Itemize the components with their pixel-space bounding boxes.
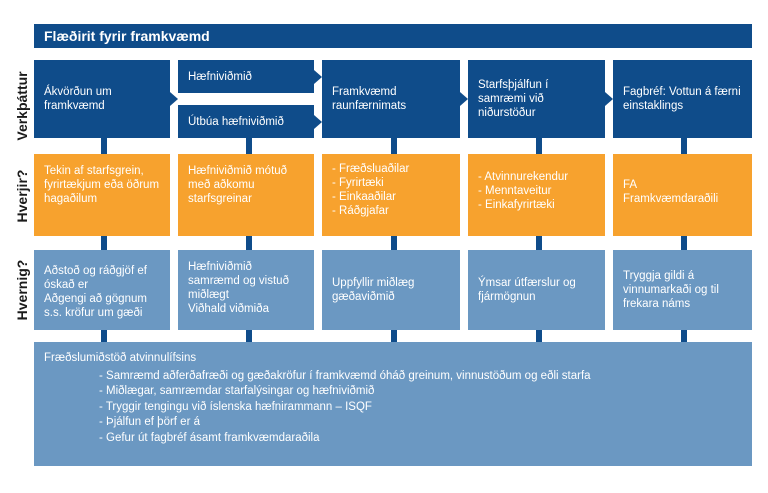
list-item: - Miðlægar, samræmdar starfalýsingar og … — [99, 385, 375, 397]
verkthattur-certificate-box: Fagbréf: Vottun á færni einstaklings — [613, 60, 752, 138]
verkthattur-training-box: Starfsþjálfun í samræmi við niðurstöður — [468, 60, 605, 138]
list-item: - Fræðsluaðilar — [332, 163, 410, 175]
verkthattur-assessment-box: Framkvæmd raunfærnimats — [322, 60, 460, 138]
hverjir-training-box: - Atvinnurekendur - Menntaveitur - Einka… — [468, 154, 605, 236]
hvernig-training-text: Ýmsar útfærslur og fjármögnun — [478, 277, 576, 303]
verkthattur-prepare-box: Útbúa hæfniviðmið — [178, 105, 314, 138]
fa-heading: Fræðslumiðstöð atvinnulífsins — [44, 352, 197, 364]
list-item: - Fyrirtæki — [332, 177, 384, 189]
fa-responsibilities-box: Fræðslumiðstöð atvinnulífsins - Samræmd … — [34, 342, 752, 466]
hvernig-decision-box: Aðstoð og ráðgjöf ef óskað er Aðgengi að… — [34, 250, 170, 330]
list-item: Aðstoð og ráðgjöf ef óskað er — [44, 265, 147, 291]
hvernig-assessment-box: Uppfyllir miðlæg gæðaviðmið — [322, 250, 460, 330]
list-item: - Gefur út fagbréf ásamt framkvæmdaraðil… — [99, 431, 320, 444]
connector — [536, 138, 542, 154]
verkthattur-assessment-text: Framkvæmd raunfærnimats — [332, 86, 407, 112]
connector — [536, 330, 542, 342]
verkthattur-competence-text: Hæfniviðmið — [188, 70, 252, 83]
arrow-right-icon — [170, 92, 178, 106]
verkthattur-certificate-text: Fagbréf: Vottun á færni einstaklings — [623, 86, 741, 112]
connector — [246, 330, 252, 342]
hvernig-certificate-box: Tryggja gildi á vinnumarkaði og til frek… — [613, 250, 752, 330]
connector — [246, 138, 252, 154]
hverjir-competence-text: Hæfniviðmið mótuð með aðkomu starfsgrein… — [188, 165, 288, 205]
hverjir-competence-box: Hæfniviðmið mótuð með aðkomu starfsgrein… — [178, 154, 314, 236]
hverjir-assessment-box: - Fræðsluaðilar - Fyrirtæki - Einkaaðila… — [322, 154, 460, 236]
arrow-right-icon — [314, 70, 322, 84]
hvernig-training-box: Ýmsar útfærslur og fjármögnun — [468, 250, 605, 330]
verkthattur-training-text: Starfsþjálfun í samræmi við niðurstöður — [478, 79, 549, 119]
connector — [536, 236, 542, 250]
list-item: FA — [623, 179, 638, 191]
diagram-title: Flæðirit fyrir framkvæmd — [34, 24, 752, 48]
connector — [681, 138, 687, 154]
connector — [246, 236, 252, 250]
list-item: - Einkaaðilar — [332, 191, 396, 203]
list-item: Hæfniviðmið samræmd og vistuð miðlægt — [188, 261, 289, 301]
connector — [391, 138, 397, 154]
hverjir-decision-box: Tekin af starfsgrein, fyrirtækjum eða öð… — [34, 154, 170, 236]
connector — [391, 236, 397, 250]
connector — [681, 330, 687, 342]
hverjir-certificate-box: FA Framkvæmdaraðili — [613, 154, 752, 236]
verkthattur-decision-text: Ákvörðun um framkvæmd — [44, 86, 112, 112]
list-item: - Atvinnurekendur — [478, 171, 569, 183]
list-item: - Tryggir tengingu við íslenska hæfniram… — [99, 400, 372, 413]
connector — [391, 330, 397, 342]
list-item: - Menntaveitur — [478, 185, 552, 197]
verkthattur-prepare-text: Útbúa hæfniviðmið — [188, 115, 284, 128]
arrow-right-icon — [605, 92, 613, 106]
arrow-right-icon — [314, 115, 322, 129]
list-item: Aðgengi að gögnum s.s. kröfur um gæði — [44, 293, 147, 319]
hvernig-certificate-text: Tryggja gildi á vinnumarkaði og til frek… — [623, 270, 719, 310]
connector — [101, 330, 107, 342]
hvernig-assessment-text: Uppfyllir miðlæg gæðaviðmið — [332, 277, 415, 303]
hvernig-competence-box: Hæfniviðmið samræmd og vistuð miðlægt Vi… — [178, 250, 314, 330]
connector — [101, 236, 107, 250]
list-item: Viðhald viðmiða — [188, 303, 269, 315]
list-item: - Ráðgjafar — [332, 205, 389, 217]
list-item: - Einkafyrirtæki — [478, 199, 555, 211]
connector — [101, 138, 107, 154]
hverjir-decision-text: Tekin af starfsgrein, fyrirtækjum eða öð… — [44, 165, 160, 205]
list-item: - Þjálfun ef þörf er á — [99, 416, 200, 428]
connector — [681, 236, 687, 250]
verkthattur-decision-box: Ákvörðun um framkvæmd — [34, 60, 170, 138]
list-item: Framkvæmdaraðili — [623, 193, 719, 205]
list-item: - Samræmd aðferðafræði og gæðakröfur í f… — [99, 369, 591, 382]
arrow-right-icon — [460, 92, 468, 106]
verkthattur-competence-box: Hæfniviðmið — [178, 60, 314, 93]
